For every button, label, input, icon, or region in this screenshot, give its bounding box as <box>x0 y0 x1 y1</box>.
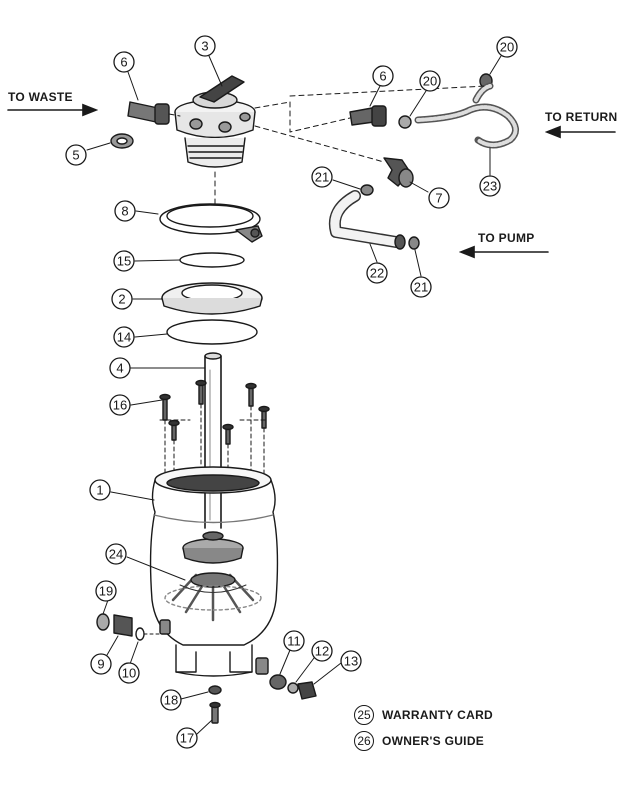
svg-text:12: 12 <box>315 644 329 659</box>
svg-text:6: 6 <box>379 69 386 84</box>
svg-text:6: 6 <box>120 55 127 70</box>
pump-hose <box>328 184 420 250</box>
callout-24: 24 <box>105 543 127 565</box>
callout-19: 19 <box>95 580 117 602</box>
callout-4: 4 <box>109 357 131 379</box>
svg-text:22: 22 <box>370 266 384 281</box>
callout-17: 17 <box>176 727 198 749</box>
callout-6-left: 6 <box>113 51 135 73</box>
callout-3: 3 <box>194 35 216 57</box>
to-pump-label: TO PUMP <box>478 231 535 245</box>
waste-fitting <box>127 101 170 125</box>
to-waste-label: TO WASTE <box>8 90 73 104</box>
clamp-band <box>159 203 263 243</box>
svg-text:21: 21 <box>414 280 428 295</box>
callout-13: 13 <box>340 650 362 672</box>
bottom-drain-fittings <box>269 674 317 700</box>
callout-6-right: 6 <box>372 65 394 87</box>
svg-text:24: 24 <box>109 547 123 562</box>
legend-text: OWNER'S GUIDE <box>382 734 485 748</box>
callout-7: 7 <box>428 187 450 209</box>
svg-text:2: 2 <box>118 292 125 307</box>
callout-10: 10 <box>118 662 140 684</box>
callout-16: 16 <box>109 394 131 416</box>
svg-text:19: 19 <box>99 584 113 599</box>
callout-12: 12 <box>311 640 333 662</box>
callout-23: 23 <box>479 175 501 197</box>
standpipe <box>204 352 222 529</box>
filter-tank <box>149 466 279 677</box>
svg-text:13: 13 <box>344 654 358 669</box>
callout-14: 14 <box>113 326 135 348</box>
callout-9: 9 <box>90 653 112 675</box>
svg-text:16: 16 <box>113 398 127 413</box>
drain-assembly <box>96 613 161 641</box>
bolts <box>159 379 270 445</box>
svg-text:8: 8 <box>121 204 128 219</box>
legend-number: 25 <box>354 705 374 725</box>
callout-5: 5 <box>65 144 87 166</box>
legend-number: 26 <box>354 731 374 751</box>
svg-text:7: 7 <box>435 191 442 206</box>
callout-1: 1 <box>89 479 111 501</box>
o-ring-14 <box>166 319 258 345</box>
svg-text:11: 11 <box>287 634 301 649</box>
callout-15: 15 <box>113 250 135 272</box>
svg-text:18: 18 <box>164 693 178 708</box>
svg-text:20: 20 <box>500 40 514 55</box>
svg-text:15: 15 <box>117 254 131 269</box>
svg-text:14: 14 <box>117 330 131 345</box>
svg-text:21: 21 <box>315 170 329 185</box>
svg-text:20: 20 <box>423 74 437 89</box>
callout-20-middle: 20 <box>419 70 441 92</box>
svg-text:5: 5 <box>72 148 79 163</box>
callout-leaders <box>86 55 502 735</box>
svg-text:1: 1 <box>96 483 103 498</box>
to-return-label: TO RETURN <box>545 110 618 124</box>
callout-2: 2 <box>111 288 133 310</box>
svg-text:9: 9 <box>97 657 104 672</box>
callout-21-top: 21 <box>311 166 333 188</box>
svg-text:10: 10 <box>122 666 136 681</box>
legend-owners-guide: 26 OWNER'S GUIDE <box>354 731 484 751</box>
legend-warranty-card: 25 WARRANTY CARD <box>354 705 493 725</box>
svg-text:17: 17 <box>180 731 194 746</box>
waste-nut <box>110 133 134 149</box>
pump-elbow <box>383 157 414 188</box>
callout-21-bottom: 21 <box>410 276 432 298</box>
bottom-screws <box>208 685 222 724</box>
return-fittings <box>349 73 519 149</box>
svg-text:23: 23 <box>483 179 497 194</box>
svg-text:4: 4 <box>116 361 123 376</box>
filter-head-ring <box>161 282 263 315</box>
callout-8: 8 <box>114 200 136 222</box>
o-ring-15 <box>179 252 245 268</box>
callout-22: 22 <box>366 262 388 284</box>
callout-20-top: 20 <box>496 36 518 58</box>
callout-11: 11 <box>283 630 305 652</box>
multiport-valve <box>174 75 256 168</box>
svg-text:3: 3 <box>201 39 208 54</box>
callout-18: 18 <box>160 689 182 711</box>
connection-lines <box>168 85 487 206</box>
legend-text: WARRANTY CARD <box>382 708 494 722</box>
